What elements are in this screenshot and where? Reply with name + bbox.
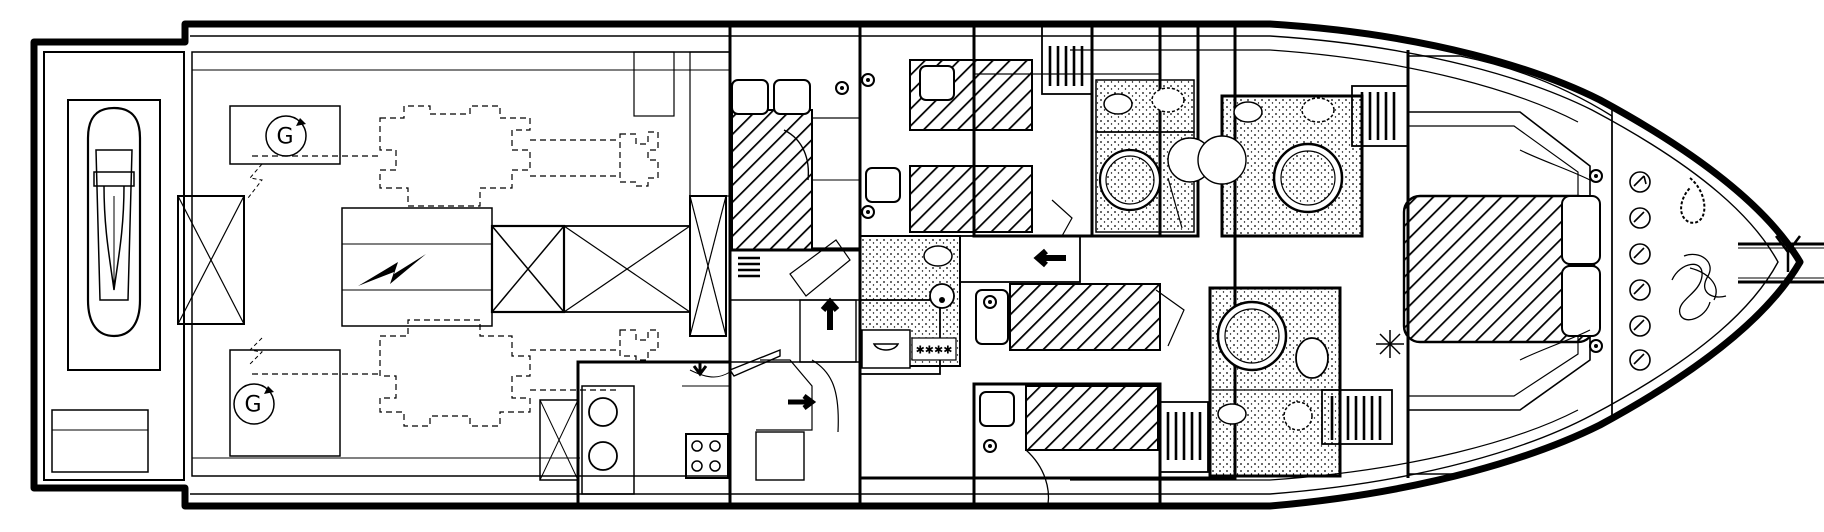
compass-rose-icon — [1376, 330, 1404, 358]
hull-outline — [30, 20, 1804, 510]
sink-icon — [1301, 97, 1335, 123]
anchor-chain-icon — [1680, 177, 1706, 224]
guest-cabin-port — [972, 382, 1162, 508]
windlass-icon — [1629, 171, 1651, 371]
head-starboard-2 — [1197, 94, 1364, 238]
washer-icon — [861, 329, 911, 369]
vent-grille — [738, 256, 760, 278]
right-arrow-icon — [788, 394, 817, 410]
sink-icon — [1151, 87, 1185, 113]
chain-locker — [1611, 106, 1727, 420]
sink-icon — [929, 283, 955, 309]
aft-cabin — [728, 22, 862, 297]
guest-cabin-starboard — [861, 22, 1162, 238]
svg-text:✱✱✱✱: ✱✱✱✱ — [916, 344, 953, 357]
bed-icon — [1009, 283, 1161, 351]
toilet-icon — [1217, 403, 1247, 425]
bed-icon — [909, 165, 1033, 233]
sink-icon — [588, 441, 618, 471]
head-mid: ✱✱✱✱ — [859, 235, 961, 369]
bed-icon — [1025, 385, 1159, 451]
generator-icon — [233, 383, 275, 425]
left-arrow-icon — [1033, 248, 1066, 268]
generator-2: G — [229, 337, 341, 457]
generator-label: G — [276, 125, 293, 150]
guest-cabin-mid — [975, 283, 1185, 351]
stove-icon — [685, 433, 729, 479]
engine-starboard — [252, 105, 659, 207]
swim-platform — [43, 51, 185, 481]
toilet-icon — [1103, 93, 1133, 115]
head-starboard-1 — [1090, 22, 1213, 238]
toilet-icon — [1233, 101, 1263, 123]
engine-port — [252, 319, 659, 427]
electrical-symbol-icon — [358, 254, 426, 286]
forward-cabin — [1376, 50, 1613, 478]
head-port — [1208, 286, 1342, 478]
generator-label: G — [244, 393, 261, 418]
generator-1: G — [229, 105, 341, 199]
sink-icon — [1295, 337, 1329, 379]
bed-icon — [731, 109, 813, 251]
galley — [539, 360, 732, 508]
jet-ski-icon — [86, 106, 142, 338]
sink-icon — [588, 397, 618, 427]
toilet-icon — [923, 245, 953, 267]
up-arrow-icon — [820, 297, 840, 330]
engine-room — [177, 51, 731, 477]
anchor-icon — [1775, 235, 1801, 272]
hull-inner-line — [190, 35, 1779, 495]
bow-pulpit — [1738, 235, 1824, 284]
anchor-rope-icon — [1671, 253, 1727, 321]
